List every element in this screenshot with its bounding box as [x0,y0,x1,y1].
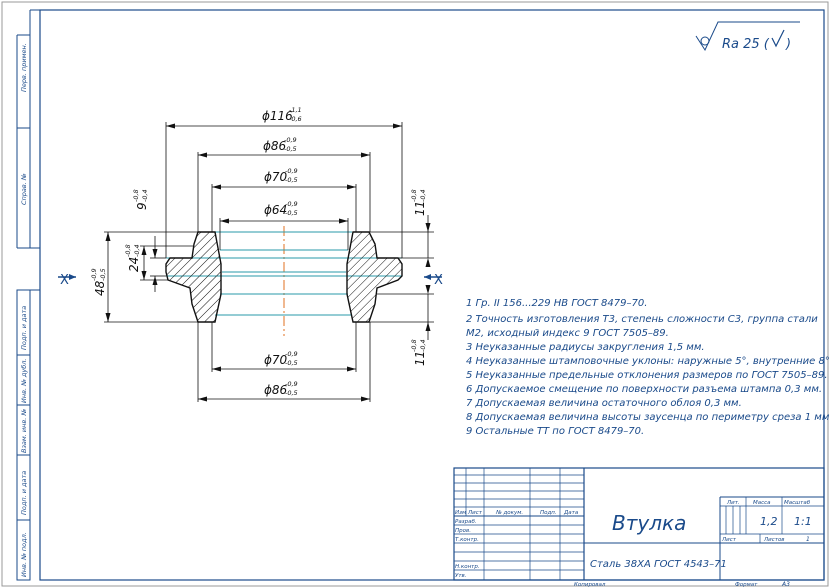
dim-9-sup: -0,8 [132,189,140,202]
format-value: А3 [781,581,790,588]
note-line: 7 Допускаемая величина остаточного облоя… [466,397,742,409]
dim-9-main: 9 [135,202,149,210]
part-name: Втулка [612,511,686,535]
dim-11-top-sup: -0,8 [410,189,418,202]
tb-col-list: Лист [467,510,483,516]
dimension-lines [104,122,434,402]
strip-label-inv-dubl: Инв. № дубл. [20,359,28,403]
tb-sheets-label: Листов [763,537,785,543]
dim-116-sup: -1,1 [289,106,302,114]
dim-70-bot-sub: -0,5 [285,359,298,367]
tb-copied: Копировал [574,582,606,588]
strip-label-sprav: Справ. № [20,173,28,205]
dim-11-top-sub: -0,4 [419,189,427,202]
dim-70-bot-main: ϕ70 [264,353,288,367]
arrowheads [105,123,431,402]
dim-24-main: 24 [127,257,141,272]
roughness-label: Ra 25 ( [722,37,770,52]
tb-row-razrab: Разраб. [455,519,477,525]
title-block [453,467,825,581]
strip-label-inv-podl: Инв. № подл. [20,532,28,577]
dim-86-bot-sup: -0,9 [285,380,298,388]
roughness-mark: Ra 25 ( ) [695,21,800,52]
dim-48-sub: -0,5 [99,268,107,281]
dim-70-top-sup: -0,9 [285,167,298,175]
drawing-frame [39,9,825,581]
note-line: 2 Точность изготовления Т3, степень слож… [466,314,818,325]
note-line: М2, исходный индекс 9 ГОСТ 7505–89. [466,328,669,339]
mass-value: 1,2 [760,515,778,528]
tb-lit-label: Лит. [726,500,740,506]
note-line: 4 Неуказанные штамповочные уклоны: наруж… [466,356,830,367]
dim-11-bot-sup: -0,8 [410,339,418,352]
tb-col-izm: Изм [455,510,466,516]
section-mark-right: X [434,273,443,288]
strip-label-podp1: Подп. и дата [20,306,28,350]
tb-format-label: Формат [735,582,758,588]
section-mark-left: X [60,273,69,288]
dim-48-sup: -0,9 [90,268,98,281]
tb-scale-label: Масштаб [784,500,811,506]
roughness-close: ) [785,37,791,52]
strip-label-podp2: Подп. и дата [20,471,28,515]
dim-64-sub: -0,5 [285,209,298,217]
dim-86-top-sup: -0,9 [284,136,297,144]
dim-11-bot-sub: -0,4 [419,339,427,352]
technical-notes: 1 Гр. II 156...229 НВ ГОСТ 8479–70. 2 То… [466,298,830,437]
note-line: 3 Неуказанные радиусы закругления 1,5 мм… [466,342,705,353]
part-section [165,231,403,323]
dim-11-top-main: 11 [413,201,427,216]
strip-label-vzam: Взам. инв. № [20,409,28,453]
strip-label-perv: Перв. примен. [20,43,28,92]
dim-86-bot-main: ϕ86 [264,383,288,397]
left-strip [16,9,40,581]
dim-86-top-main: ϕ86 [263,139,287,153]
tb-col-date: Дата [563,510,579,516]
dim-70-bot-sup: -0,9 [285,350,298,358]
dim-70-top-main: ϕ70 [264,170,288,184]
dim-24-sub: -0,4 [133,244,141,257]
dim-24-sup: -0,8 [124,244,132,257]
tb-row-prov: Пров. [455,528,471,534]
dim-11-bot-main: 11 [413,351,427,366]
dim-9-sub: -0,4 [141,189,149,202]
dim-48-main: 48 [93,280,107,296]
dim-70-top-sub: -0,5 [285,176,298,184]
dim-86-bot-sub: -0,5 [285,389,298,397]
dim-64-main: ϕ64 [264,203,287,217]
tb-row-nkontr: Н.контр. [455,564,480,570]
tb-row-utv: Утв. [455,573,467,579]
sheets-value: 1 [806,536,810,543]
scale-value: 1:1 [794,515,812,528]
tb-col-sign: Подп. [540,510,557,516]
note-line: 1 Гр. II 156...229 НВ ГОСТ 8479–70. [466,298,647,309]
dim-86-top-sub: -0,5 [284,145,297,153]
note-line: 6 Допускаемое смещение по поверхности ра… [466,384,822,395]
tb-col-doc: № докум. [495,510,523,516]
dim-116-sub: -0,6 [289,115,302,123]
section-marks: X X [58,273,443,288]
dim-116-main: ϕ116 [262,109,293,123]
note-line: 5 Неуказанные предельные отклонения разм… [466,370,828,381]
note-line: 8 Допускаемая величина высоты заусенца п… [466,412,830,423]
dim-64-sup: -0,9 [285,200,298,208]
material-spec: Сталь 38ХА ГОСТ 4543–71 [590,559,727,570]
tb-mass-label: Масса [753,500,771,506]
tb-sheet-label: Лист [721,537,737,543]
tb-row-tkontr: Т.контр. [455,537,479,543]
note-line: 9 Остальные ТТ по ГОСТ 8479–70. [466,426,644,437]
